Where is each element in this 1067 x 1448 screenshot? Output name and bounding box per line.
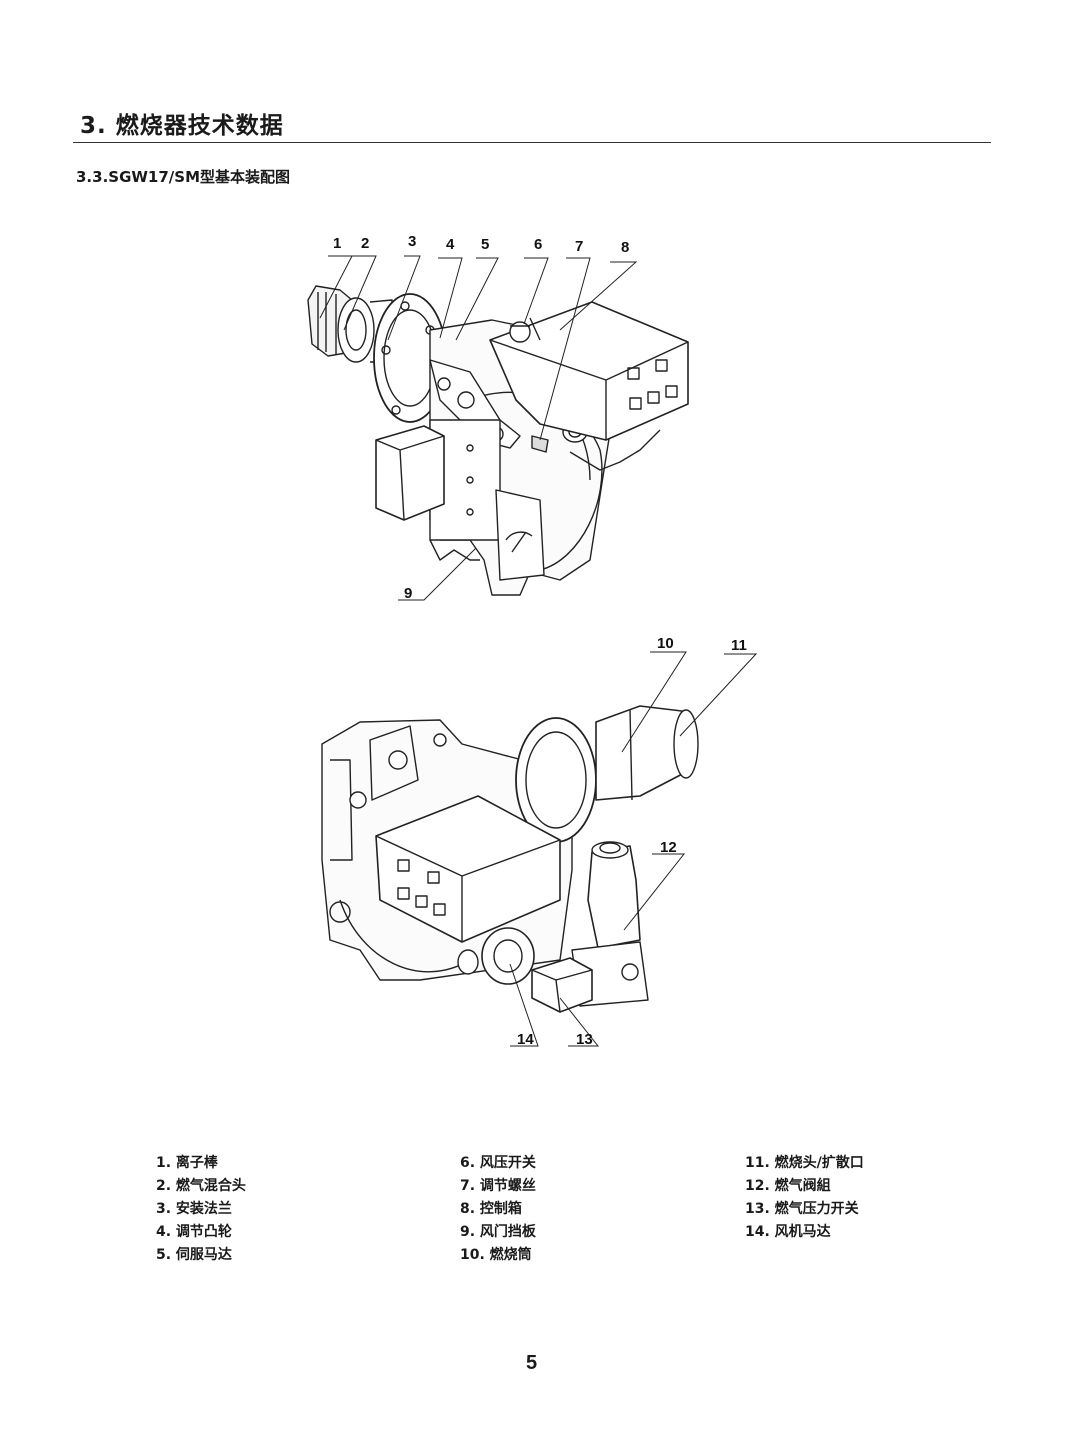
callout-4: 4: [446, 236, 455, 253]
callout-10: 10: [657, 635, 674, 652]
legend-item: 2. 燃气混合头: [156, 1178, 246, 1194]
legend-item: 14. 风机马达: [745, 1224, 831, 1240]
section-title: 3. 燃烧器技术数据: [80, 113, 284, 139]
legend-item: 5. 伺服马达: [156, 1247, 232, 1263]
legend-column-3: 11. 燃烧头/扩散口 12. 燃气阀組 13. 燃气压力开关 14. 风机马达: [745, 1152, 864, 1244]
legend-column-1: 1. 离子棒 2. 燃气混合头 3. 安装法兰 4. 调节凸轮 5. 伺服马达: [156, 1152, 246, 1267]
legend-item: 10. 燃烧筒: [460, 1247, 532, 1263]
callout-2: 2: [361, 235, 369, 252]
callout-3: 3: [408, 233, 416, 250]
legend-column-2: 6. 风压开关 7. 调节螺丝 8. 控制箱 9. 风门挡板 10. 燃烧筒: [460, 1152, 536, 1267]
callout-8: 8: [621, 239, 629, 256]
legend-item: 8. 控制箱: [460, 1201, 522, 1217]
legend-item: 13. 燃气压力开关: [745, 1201, 859, 1217]
legend-item: 12. 燃气阀組: [745, 1178, 831, 1194]
callout-12: 12: [660, 839, 677, 856]
callout-14: 14: [517, 1031, 534, 1048]
figure-1-callouts: 1 2 3 4 5 6 7 8 9: [333, 233, 629, 602]
legend-item: 1. 离子棒: [156, 1155, 218, 1171]
callout-13: 13: [576, 1031, 593, 1048]
callout-5: 5: [481, 236, 489, 253]
legend-item: 4. 调节凸轮: [156, 1224, 232, 1240]
callout-11: 11: [731, 637, 747, 654]
figure-2-leaders: [509, 651, 758, 1047]
subsection-title: 3.3.SGW17/SM型基本装配图: [76, 168, 291, 186]
page-number: 5: [526, 1352, 538, 1374]
figure-2-callouts: 10 11 12 13 14: [517, 635, 747, 1048]
figure-1-burner-drawing: [307, 285, 689, 596]
callout-6: 6: [534, 236, 542, 253]
legend-item: 9. 风门挡板: [460, 1224, 536, 1240]
callout-9: 9: [404, 585, 412, 602]
callout-7: 7: [575, 238, 583, 255]
header-rule: [73, 142, 991, 143]
legend-item: 7. 调节螺丝: [460, 1178, 536, 1194]
figure-2-burner-drawing: [321, 705, 699, 1013]
legend-item: 6. 风压开关: [460, 1155, 536, 1171]
figure-1-leaders: [319, 255, 638, 601]
legend-item: 3. 安装法兰: [156, 1201, 232, 1217]
callout-1: 1: [333, 235, 341, 252]
legend-item: 11. 燃烧头/扩散口: [745, 1155, 864, 1171]
